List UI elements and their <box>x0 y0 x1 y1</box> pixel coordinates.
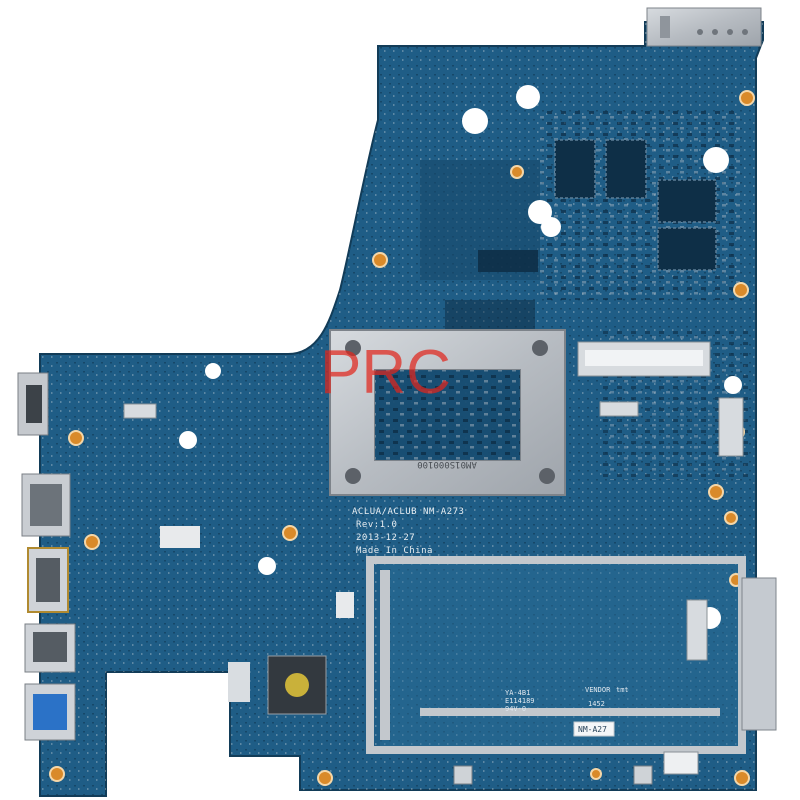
silk-vendor-label: VENDOR <box>585 686 611 694</box>
tact-switch <box>453 765 473 785</box>
silk-rev: Rev:1.0 <box>356 520 397 530</box>
silk-label-c: 94V-0 <box>505 705 526 713</box>
silk-label-a: YA-4B1 <box>505 689 530 697</box>
silk-date: 2013-12-27 <box>356 533 415 543</box>
pcb-zone <box>380 560 740 750</box>
watermark-text: PRC <box>320 338 451 407</box>
io-ports <box>17 372 76 741</box>
silk-origin: Made In China <box>356 546 433 556</box>
silk-board-code: NM-A27 <box>578 725 607 734</box>
frame-inner-bar <box>420 708 720 716</box>
silk-year-code: 1452 <box>588 700 605 708</box>
metal-bracket <box>646 7 762 47</box>
mounting-holes <box>179 85 742 629</box>
chip-blocks <box>445 139 717 330</box>
connectors <box>123 341 777 775</box>
silkscreen-block: ACLUA/ACLUB NM-A273 Rev:1.0 2013-12-27 M… <box>352 507 629 737</box>
silk-vendor-code: tmt <box>616 686 629 694</box>
tact-switch <box>633 765 653 785</box>
frame-inner-bar <box>380 570 390 740</box>
silk-label-b: E114189 <box>505 697 535 705</box>
screw-pads <box>49 90 755 786</box>
cpu-bracket: AM01S000100 <box>329 329 566 496</box>
controller-chip <box>267 655 327 715</box>
silk-model-line: ACLUA/ACLUB NM-A273 <box>352 507 464 517</box>
bracket-code: AM01S000100 <box>417 459 477 469</box>
